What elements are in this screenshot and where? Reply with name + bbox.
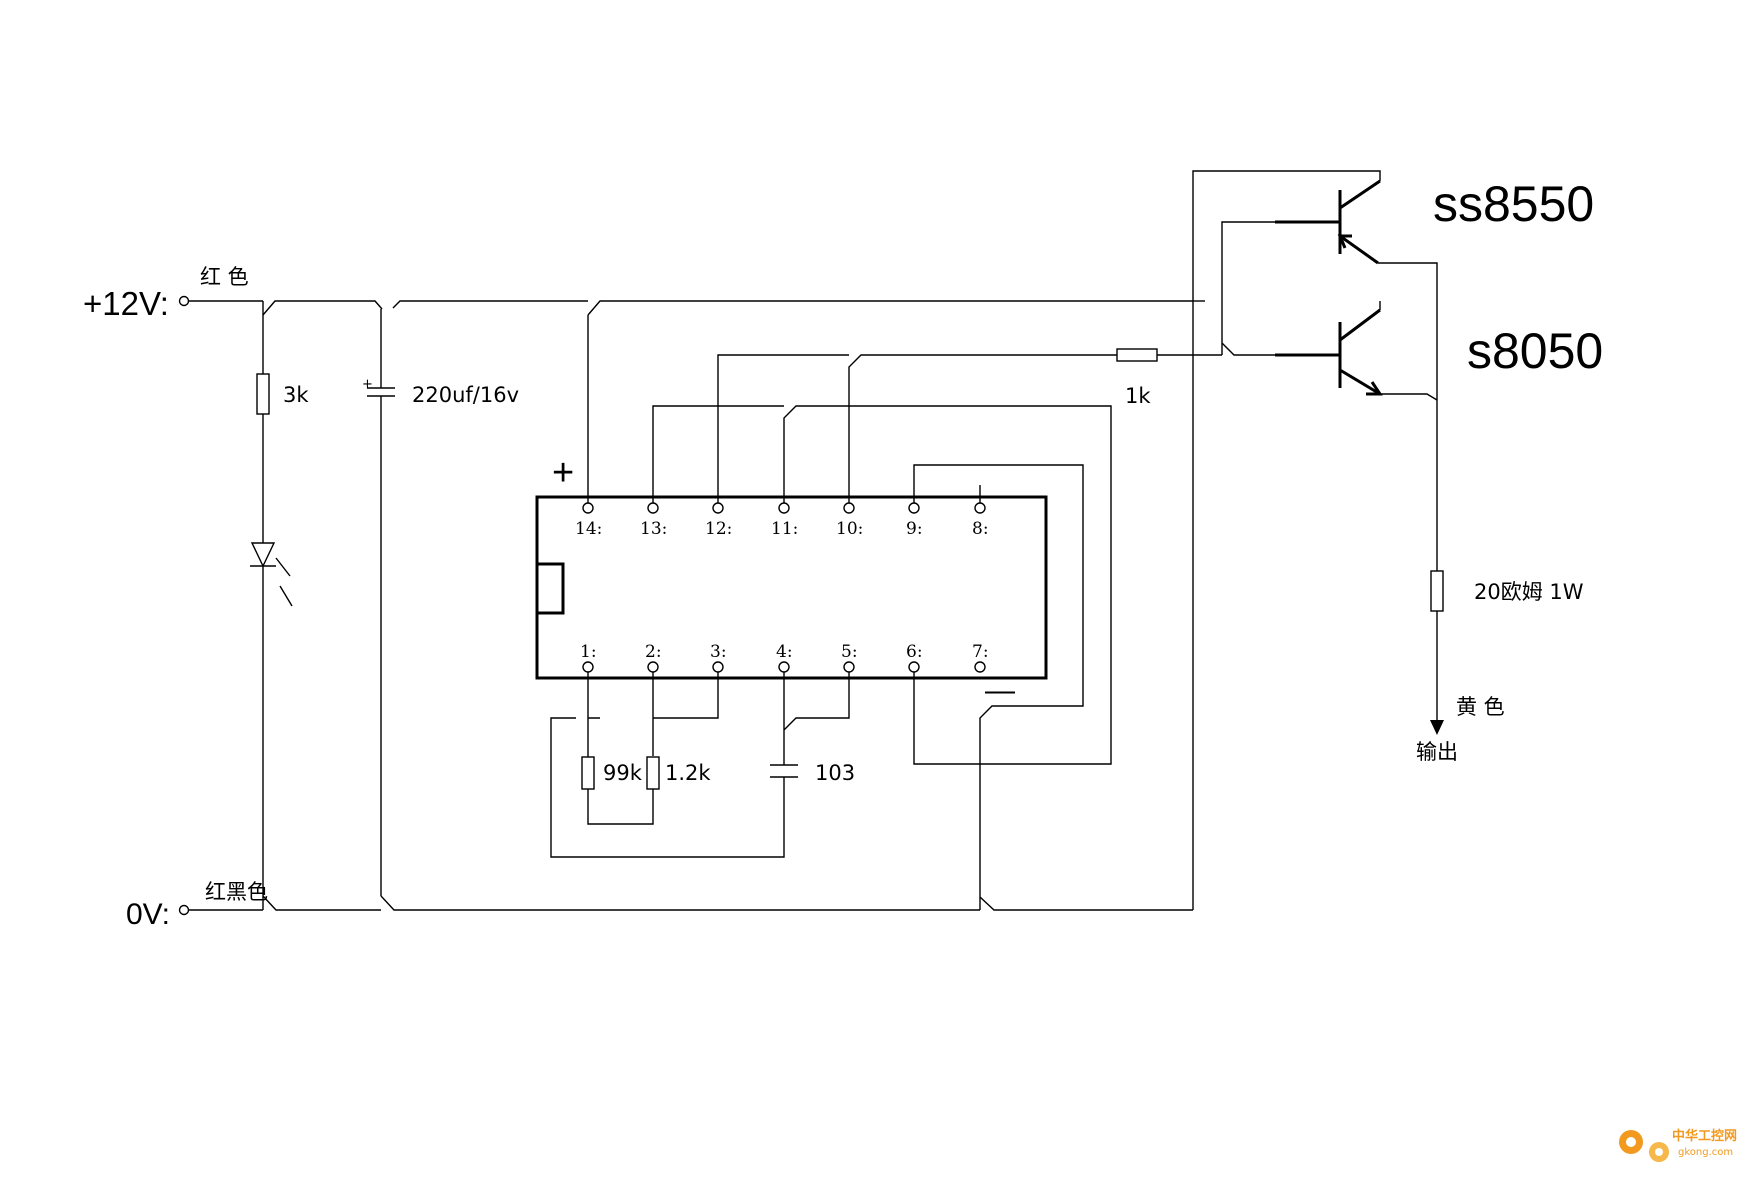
pin-5-label: 5: [841, 642, 858, 662]
pin-12 [712, 502, 724, 514]
pin-9-label: 9: [906, 519, 923, 539]
output-wire-color-label: 黄 色 [1456, 695, 1505, 719]
pin-7-label: 7: [972, 642, 989, 662]
negative-rail [189, 895, 1193, 911]
pin-4-label: 4: [776, 642, 793, 662]
pin-5 [843, 661, 855, 673]
resistor-99k [581, 756, 595, 790]
pin-14 [582, 502, 594, 514]
capacitor-label: 220uf/16v [412, 383, 519, 407]
ic-plus-mark: + [552, 452, 574, 494]
pin-11-label: 11: [771, 519, 798, 539]
output-arrow-icon [1430, 720, 1444, 735]
pin-3-label: 3: [710, 642, 727, 662]
pin-13-label: 13: [640, 519, 667, 539]
resistor-99k-label: 99k [603, 761, 643, 785]
positive-terminal: +12V: 红 色 [83, 265, 249, 322]
pin-8 [974, 502, 986, 514]
watermark: 中华工控网 gkong.com [1619, 1128, 1737, 1162]
base-resistor: 1k [1116, 348, 1222, 408]
ic-chip: + — 14: 13: 12: 11: 10: 9: 8: 1: [535, 452, 1048, 707]
pin-10-label: 10: [836, 519, 863, 539]
positive-terminal-label: +12V: [83, 285, 169, 322]
pnp-label: ss8550 [1433, 176, 1594, 232]
resistor-20-ohm-label: 20欧姆 1W [1474, 580, 1584, 604]
pin-2 [647, 661, 659, 673]
resistor-20-ohm [1430, 570, 1444, 612]
timing-network: 99k 1.2k 103 [550, 672, 855, 858]
resistor-3k [256, 373, 270, 415]
negative-terminal-label: 0V: [126, 898, 170, 931]
positive-wire-color-label: 红 色 [200, 265, 249, 289]
ic-top-pins: 14: 13: 12: 11: 10: 9: 8: [575, 502, 989, 539]
transistor-wiring [1192, 170, 1381, 910]
pin-11 [778, 502, 790, 514]
pin-3 [712, 661, 724, 673]
pin-9 [908, 502, 920, 514]
capacitor-plus-mark: + [362, 377, 373, 392]
npn-transistor: s8050 [1275, 301, 1603, 401]
ic-notch [535, 562, 565, 615]
output-branch: 20欧姆 1W 黄 色 输出 [1416, 400, 1584, 764]
resistor-1-2k [646, 756, 660, 790]
pin-1-label: 1: [580, 642, 597, 662]
resistor-1k [1116, 348, 1158, 362]
capacitor-103-label: 103 [815, 761, 855, 785]
watermark-url: gkong.com [1678, 1147, 1733, 1158]
filter-capacitor: + 220uf/16v [362, 309, 519, 896]
npn-label: s8050 [1467, 323, 1603, 379]
ic-minus-mark: — [985, 674, 1015, 707]
resistor-1k-label: 1k [1125, 384, 1151, 408]
pin-14-label: 14: [575, 519, 602, 539]
output-label: 输出 [1416, 740, 1458, 764]
pnp-arrow-icon [1337, 234, 1352, 249]
pin-7 [974, 661, 986, 673]
led-icon [250, 542, 276, 568]
led-branch: 3k [250, 301, 309, 910]
pin-10 [843, 502, 855, 514]
top-wiring [587, 315, 1117, 910]
resistor-3k-label: 3k [283, 383, 309, 407]
negative-terminal: 0V: 红黑色 [126, 880, 268, 931]
pin-1 [582, 661, 594, 673]
resistor-1-2k-label: 1.2k [665, 761, 711, 785]
pin-6-label: 6: [906, 642, 923, 662]
positive-rail [189, 300, 1205, 316]
negative-wire-color-label: 红黑色 [205, 880, 268, 904]
pin-8-label: 8: [972, 519, 989, 539]
pin-4 [778, 661, 790, 673]
pin-6 [908, 661, 920, 673]
watermark-text: 中华工控网 [1672, 1128, 1737, 1144]
pnp-transistor: ss8550 [1275, 176, 1594, 400]
ic-bottom-pins: 1: 2: 3: 4: 5: 6: 7: [580, 642, 989, 673]
pin-12-label: 12: [705, 519, 732, 539]
pin-2-label: 2: [645, 642, 662, 662]
pin-13 [647, 502, 659, 514]
led-light-arrow [275, 557, 291, 577]
